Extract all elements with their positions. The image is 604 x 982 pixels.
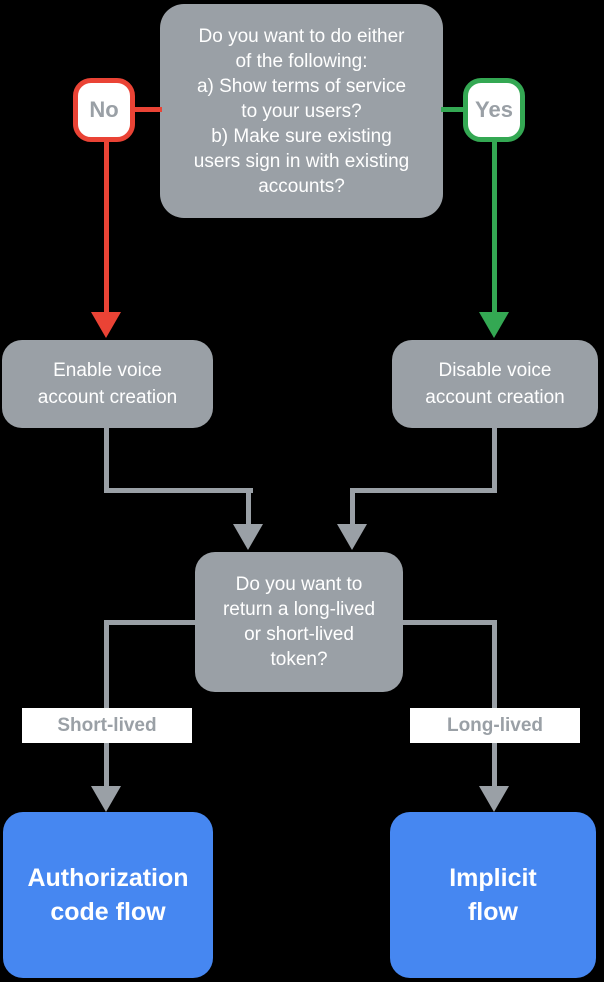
node-enable-voice: Enable voice account creation	[2, 340, 213, 428]
enable-to-question-arrowhead-icon	[233, 524, 263, 550]
edge-enable-down-line	[104, 428, 109, 493]
disable-voice-text: Disable voice account creation	[425, 360, 565, 408]
short-lived-label: Short-lived	[22, 708, 192, 743]
long-lived-arrowhead-icon	[479, 786, 509, 812]
no-badge: No	[73, 78, 135, 142]
authorization-code-flow-text: Authorization code flow	[27, 864, 189, 926]
long-lived-label-text: Long-lived	[446, 714, 544, 736]
edge-no-vertical-line	[104, 140, 109, 312]
node-disable-voice: Disable voice account creation	[392, 340, 598, 428]
edge-long-lived-horizontal-line	[403, 620, 497, 625]
edge-disable-down-line	[492, 428, 497, 493]
edge-short-lived-vertical-line	[104, 620, 109, 788]
edge-yes-vertical-line	[492, 140, 497, 312]
short-lived-arrowhead-icon	[91, 786, 121, 812]
enable-voice-text: Enable voice account creation	[37, 360, 178, 408]
node-token-question: Do you want to return a long-lived or sh…	[195, 552, 403, 692]
token-question-text: Do you want to return a long-lived or sh…	[222, 574, 376, 670]
node-implicit-flow: Implicit flow	[390, 812, 596, 978]
edge-yes-horizontal-line	[441, 107, 468, 112]
long-lived-label: Long-lived	[410, 708, 580, 743]
implicit-flow-text: Implicit flow	[449, 864, 537, 926]
edge-long-lived-vertical-line	[492, 620, 497, 788]
edge-disable-horizontal-line	[350, 488, 497, 493]
disable-to-question-arrowhead-icon	[337, 524, 367, 550]
edge-enable-horizontal-line	[104, 488, 253, 493]
edge-short-lived-horizontal-line	[104, 620, 195, 625]
no-badge-label: No	[89, 97, 119, 122]
short-lived-label-text: Short-lived	[57, 714, 157, 736]
yes-branch-arrowhead-icon	[479, 312, 509, 338]
edge-disable-drop-line	[350, 488, 355, 526]
no-branch-arrowhead-icon	[91, 312, 121, 338]
top-question-text: Do you want to do either of the followin…	[193, 25, 410, 197]
edge-enable-drop-line	[246, 488, 251, 526]
yes-badge: Yes	[463, 78, 525, 142]
node-top-question: Do you want to do either of the followin…	[160, 4, 443, 218]
edge-no-horizontal-line	[135, 107, 162, 112]
yes-badge-label: Yes	[475, 97, 513, 122]
node-authorization-code-flow: Authorization code flow	[3, 812, 213, 978]
